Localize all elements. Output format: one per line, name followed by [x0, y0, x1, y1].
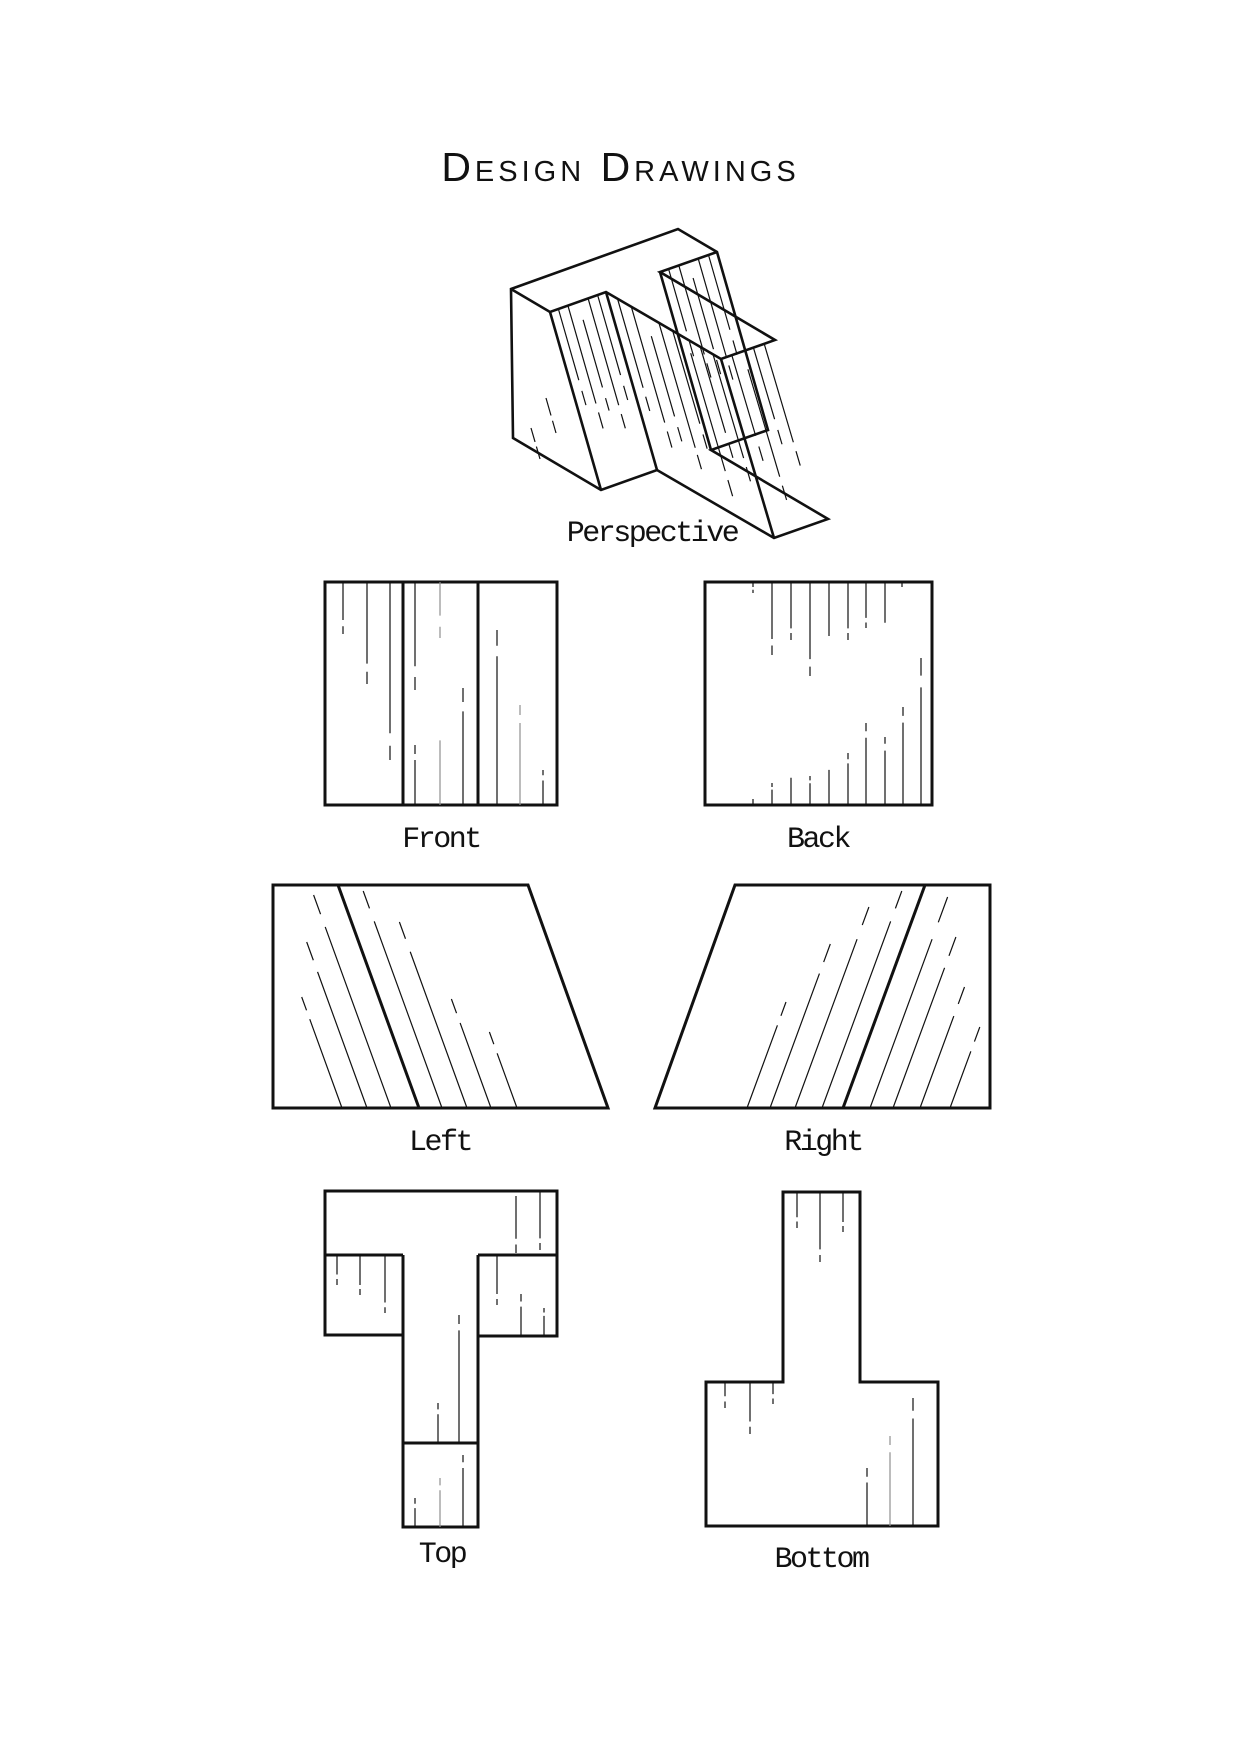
bottom-outline: [704, 1190, 940, 1528]
left-slant-edge: [336, 884, 421, 1109]
top-internal-edges: [325, 1253, 557, 1445]
perspective-top-face-edges: [510, 250, 779, 361]
top-view-label: Top: [419, 1538, 466, 1572]
perspective-left-wing-hatching: [557, 294, 650, 488]
right-view-drawing: [652, 883, 992, 1110]
right-slant-edge: [841, 884, 927, 1109]
perspective-outline: [509, 227, 832, 540]
back-view-hatching: [752, 582, 922, 805]
bottom-view-label: Bottom: [774, 1543, 869, 1577]
top-view-hatching: [336, 1192, 545, 1527]
back-view-drawing: [703, 580, 934, 807]
left-view-label: Left: [409, 1126, 471, 1160]
left-view-hatching: [301, 890, 518, 1109]
front-rib-edges: [401, 582, 480, 805]
front-view-label: Front: [402, 823, 480, 857]
front-view-drawing: [323, 580, 559, 807]
right-view-label: Right: [784, 1126, 862, 1160]
top-view-drawing: [323, 1189, 559, 1529]
right-view-hatching: [746, 890, 981, 1109]
bottom-view-hatching: [724, 1192, 914, 1526]
top-outline: [323, 1189, 559, 1529]
front-view-hatching: [342, 582, 544, 805]
back-view-label: Back: [787, 823, 851, 857]
perspective-rib-wall-hatching: [616, 298, 767, 534]
perspective-view-drawing: [509, 227, 832, 540]
perspective-right-wing-hatching: [668, 254, 761, 448]
perspective-left-face-hatching: [530, 397, 557, 460]
right-outline: [652, 883, 992, 1110]
back-outline: [703, 580, 934, 807]
perspective-rib-slant-hatching: [731, 343, 818, 535]
bottom-view-drawing: [704, 1190, 940, 1528]
left-view-drawing: [271, 883, 611, 1110]
front-outline: [323, 580, 559, 807]
left-outline: [271, 883, 611, 1110]
perspective-view-label: Perspective: [567, 517, 739, 551]
page-title: Design Drawings: [441, 144, 800, 190]
perspective-slant-edges: [548, 271, 776, 539]
